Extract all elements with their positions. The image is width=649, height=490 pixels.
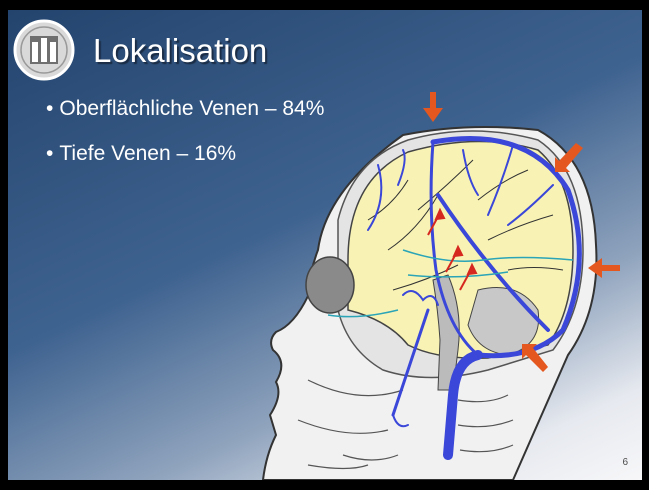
arrow-down-icon: [423, 92, 443, 122]
page-number: 6: [622, 457, 628, 468]
head-vein-illustration: [8, 10, 642, 480]
slide: Lokalisation Oberflächliche Venen – 84% …: [8, 10, 642, 480]
eye-globe: [306, 257, 354, 313]
